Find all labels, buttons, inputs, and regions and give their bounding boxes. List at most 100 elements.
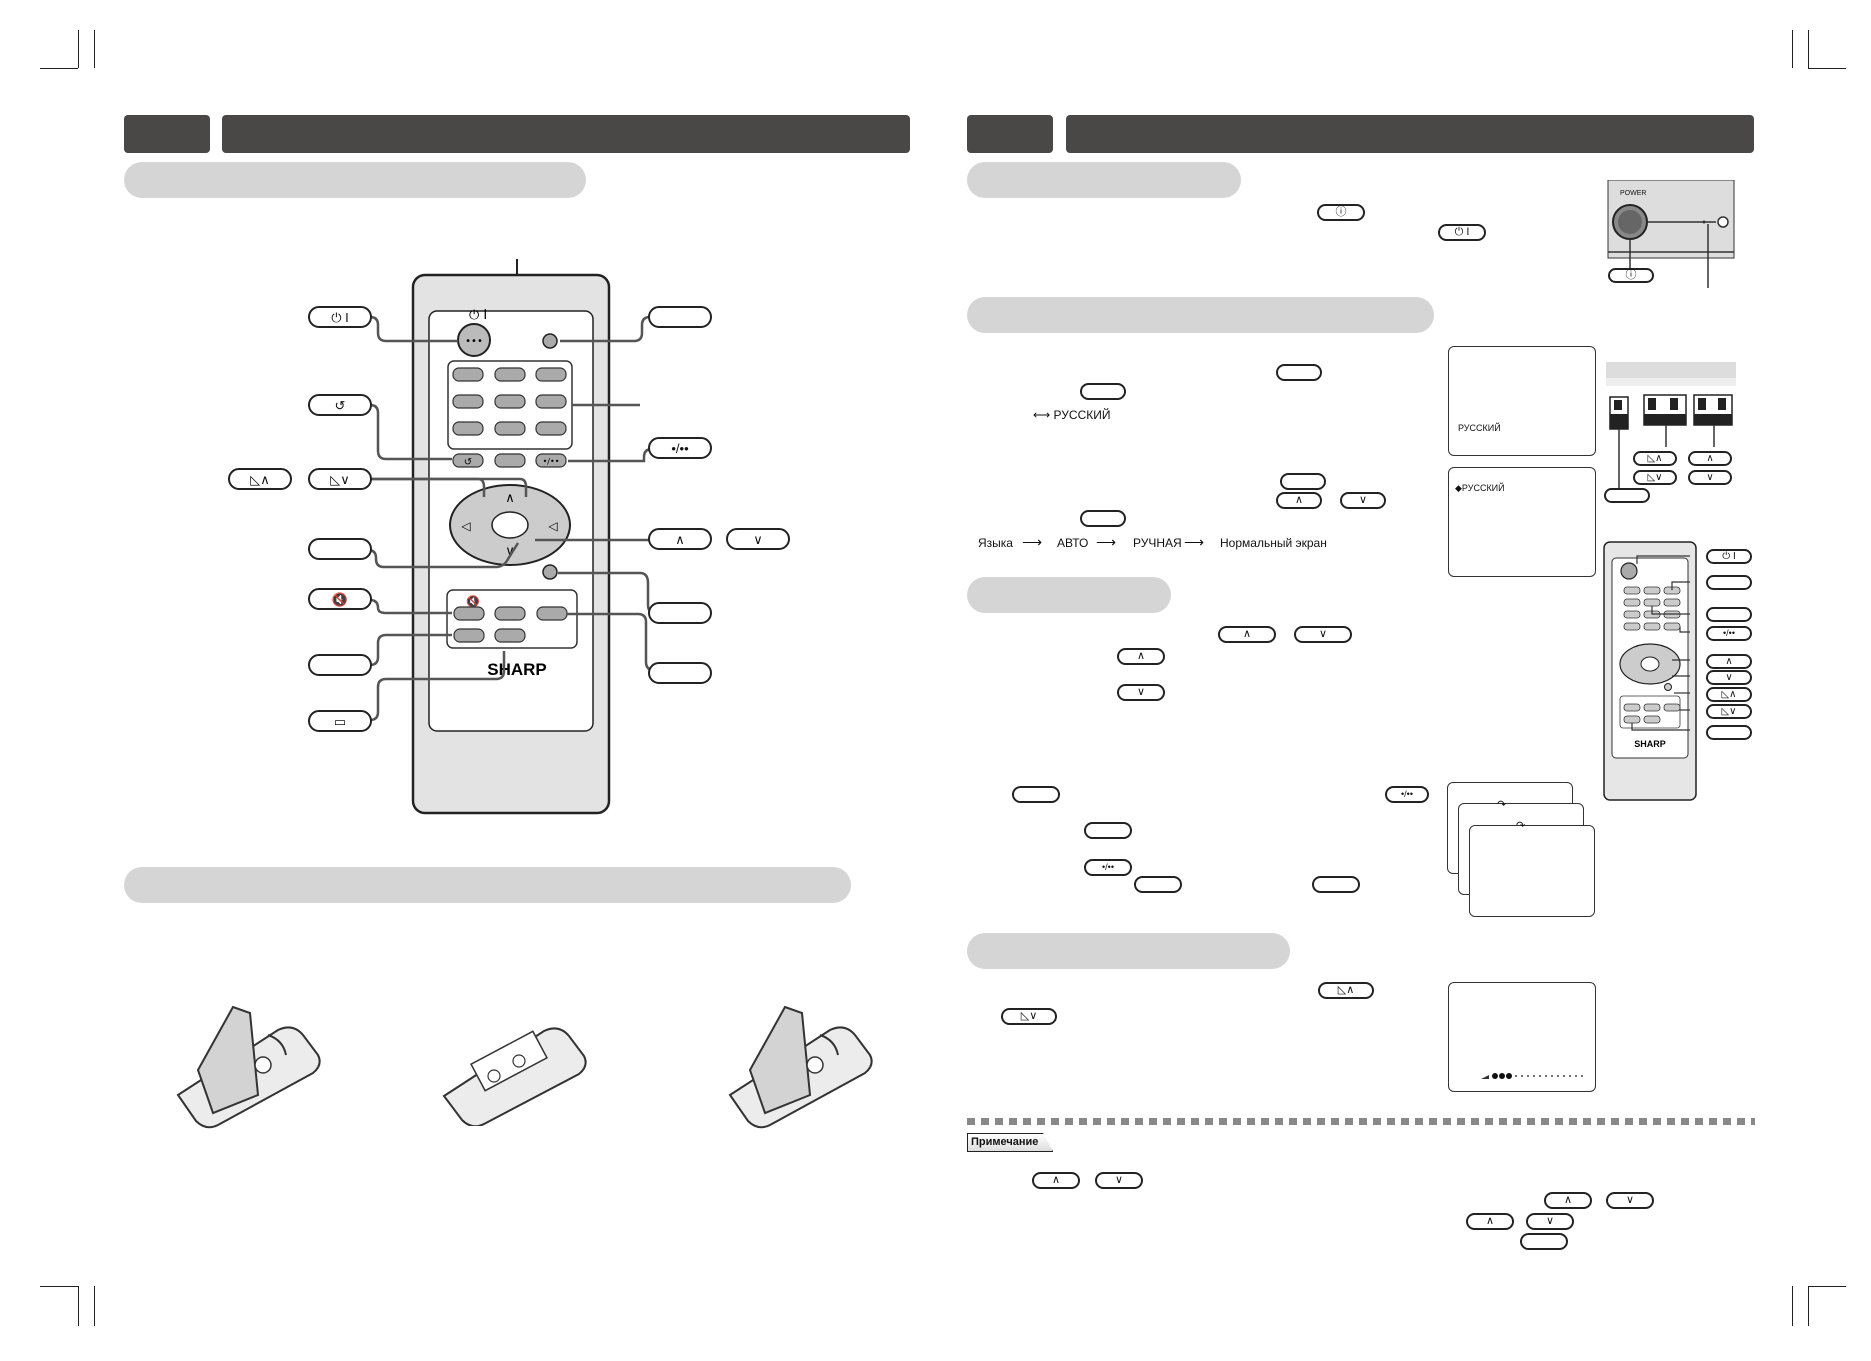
- ref-blank: [1012, 786, 1060, 803]
- volume-up-callout: ◺∧: [228, 468, 292, 490]
- mute-icon: 🔇: [331, 591, 349, 607]
- callout-blank: [648, 662, 712, 684]
- channel-down-ref: ∨: [1606, 1192, 1654, 1209]
- volume-up-icon: ◺∧: [1721, 688, 1737, 700]
- down-icon: ∨: [1545, 1215, 1555, 1227]
- down-icon: ∨: [1318, 628, 1328, 640]
- small-remote-illustration: SHARP: [1603, 541, 1697, 801]
- digit-icon: •/••: [1102, 862, 1114, 872]
- note-tag: Примечание: [967, 1133, 1054, 1152]
- tv-av-callout: [648, 306, 712, 328]
- up-icon: ∧: [1725, 655, 1733, 667]
- power-ref: ⏻ I: [1706, 549, 1752, 564]
- menu-button-ref: [1080, 383, 1126, 400]
- language-option-text: ⟷ РУССКИЙ: [1033, 408, 1111, 422]
- menu-flow-step: Языка: [978, 536, 1013, 550]
- svg-text:◁: ◁: [547, 519, 557, 533]
- language-option: РУССКИЙ: [1458, 423, 1501, 433]
- ref-blank: [1706, 575, 1752, 590]
- channel-up-ref: ∧: [1688, 451, 1732, 466]
- right-page-number-block: [967, 115, 1053, 153]
- volume-up-ref: ◺∧: [1706, 687, 1752, 702]
- volume-down-ref: ◺∨: [1633, 470, 1677, 485]
- left-page-number-block: [124, 115, 210, 153]
- power-icon: ⓘ: [1625, 269, 1637, 281]
- volume-down-icon: ◺∨: [1647, 471, 1663, 483]
- section-volume: [967, 933, 1290, 969]
- svg-text:SHARP: SHARP: [487, 660, 547, 679]
- power-label: POWER: [1620, 190, 1647, 197]
- channel-up-ref: ∧: [1218, 626, 1276, 643]
- crop-mark: [1808, 68, 1846, 69]
- volume-up-icon: ◺∧: [250, 471, 270, 487]
- language-option-selected: ◆РУССКИЙ: [1455, 483, 1505, 493]
- ref-blank: [1134, 876, 1182, 893]
- recall-icon: ↺: [334, 397, 346, 413]
- section-battery-install: [124, 867, 851, 903]
- battery-step-3-illustration: [728, 1005, 873, 1129]
- flow-arrow: ⟶: [1096, 534, 1117, 550]
- mute-callout: 🔇: [308, 588, 372, 610]
- volume-down-ref: ◺∨: [1001, 1008, 1057, 1025]
- channel-up-ref: ∧: [1466, 1213, 1514, 1230]
- svg-text:∨: ∨: [505, 544, 515, 559]
- volume-up-ref: ◺∧: [1633, 451, 1677, 466]
- ref-blank: [1084, 822, 1132, 839]
- left-page-header-bar: [222, 115, 910, 153]
- language-screen-selected: ◆РУССКИЙ: [1448, 467, 1596, 577]
- callout-blank: [648, 602, 712, 624]
- svg-text:•••: •••: [465, 336, 483, 347]
- power-icon: ⏻ I: [1454, 226, 1470, 238]
- volume-screen: [1448, 982, 1596, 1092]
- channel-down-ref: ∨: [1706, 670, 1752, 685]
- channel-screen-3: [1469, 825, 1595, 917]
- power-icon: ⓘ: [1335, 206, 1347, 218]
- svg-text:∧: ∧: [505, 491, 515, 506]
- digit-icon: •/••: [1401, 789, 1413, 799]
- callout-blank: [308, 654, 372, 676]
- power-icon: ⏻ I: [1722, 550, 1736, 562]
- up-icon: ∧: [1294, 494, 1304, 506]
- volume-up-icon: ◺∧: [1337, 984, 1355, 996]
- svg-text:SHARP: SHARP: [1634, 739, 1666, 749]
- down-icon: ∨: [1114, 1174, 1124, 1186]
- tv-front-panel-illustration: [1607, 180, 1735, 288]
- svg-text:•/••: •/••: [543, 457, 560, 466]
- crop-mark: [40, 1286, 78, 1287]
- crop-mark: [78, 1286, 79, 1326]
- up-icon: ∧: [1706, 452, 1714, 464]
- channel-down-ref: ∨: [1294, 626, 1352, 643]
- down-icon: ∨: [1625, 1194, 1635, 1206]
- up-icon: ∧: [1051, 1174, 1061, 1186]
- up-icon: ∧: [1485, 1215, 1495, 1227]
- power-button-ref: ⏻ I: [1438, 224, 1486, 241]
- volume-down-icon: ◺∨: [1020, 1010, 1038, 1022]
- volume-bar-indicator: [1481, 1073, 1583, 1079]
- screen-mode-callout: ▭: [308, 710, 372, 732]
- volume-down-callout: ◺∨: [308, 468, 372, 490]
- power-callout: ⏻ I: [308, 306, 372, 328]
- ref-blank: [1706, 607, 1752, 622]
- digit-ref: •/••: [1706, 626, 1752, 641]
- svg-text:↺: ↺: [464, 457, 472, 468]
- down-icon: ∨: [1136, 686, 1146, 698]
- channel-down-ref: ∨: [1095, 1172, 1143, 1189]
- menu-flow-step: АВТО: [1057, 536, 1089, 550]
- up-icon: ∧: [1563, 1194, 1573, 1206]
- digit-icon: •/••: [671, 440, 689, 456]
- volume-down-icon: ◺∨: [1721, 705, 1737, 717]
- menu-callout: [308, 538, 372, 560]
- digit-ref: •/••: [1385, 786, 1429, 803]
- volume-up-ref: ◺∧: [1318, 982, 1374, 999]
- right-page-header-bar: [1066, 115, 1754, 153]
- recall-callout: ↺: [308, 394, 372, 416]
- tv-side-buttons-illustration: [1606, 362, 1736, 490]
- volume-down-icon: ◺∨: [330, 471, 350, 487]
- menu-flow-step: Нормальный экран: [1220, 536, 1327, 550]
- channel-down-callout: ∨: [726, 528, 790, 550]
- curve-arrow-icon: ↷: [1497, 799, 1507, 811]
- channel-up-callout: ∧: [648, 528, 712, 550]
- channel-down-icon: ∨: [753, 531, 763, 547]
- menu-button-ref: [1604, 488, 1650, 503]
- crop-mark: [1792, 1286, 1793, 1326]
